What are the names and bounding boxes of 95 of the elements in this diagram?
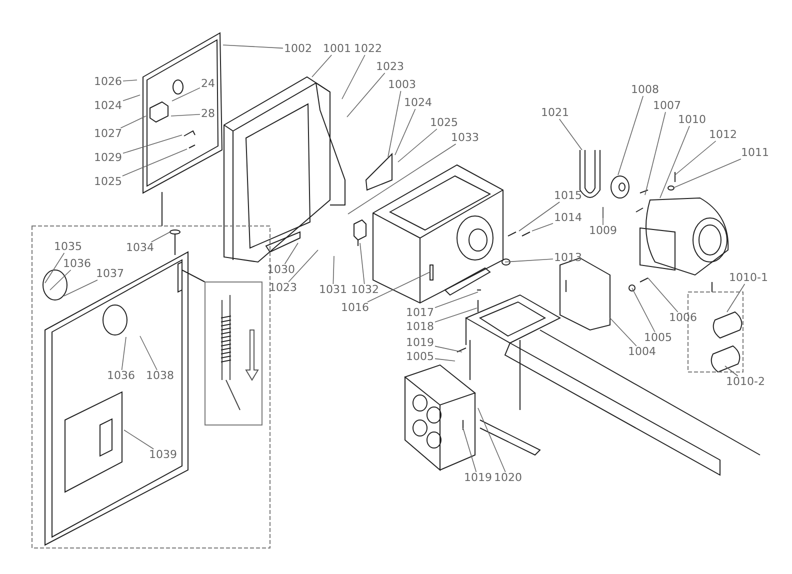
callout-number: 1014 — [553, 212, 583, 224]
leader-line — [398, 128, 438, 162]
callout-number: 1001 — [322, 43, 352, 55]
leader-line — [394, 108, 416, 156]
callout-number: 1003 — [387, 79, 417, 91]
callout-number: 1002 — [283, 43, 313, 55]
leader-line — [122, 134, 182, 154]
leader-line — [610, 318, 637, 346]
callout-number: 1007 — [652, 100, 682, 112]
leader-line — [222, 44, 284, 49]
callout-number: 1036 — [106, 370, 136, 382]
leader-line — [532, 223, 554, 232]
leader-line — [388, 90, 402, 158]
callout-number: 1006 — [668, 312, 698, 324]
callout-number: 1025 — [429, 117, 459, 129]
callout-number: 1015 — [553, 190, 583, 202]
leader-line — [284, 242, 298, 264]
callout-number: 1031 — [318, 284, 348, 296]
callout-number: 28 — [200, 108, 216, 120]
callout-number: 24 — [200, 78, 216, 90]
callout-number: 1022 — [353, 43, 383, 55]
callout-number: 1009 — [588, 225, 618, 237]
callout-number: 1012 — [708, 129, 738, 141]
leader-line — [434, 308, 478, 322]
callout-number: 1034 — [125, 242, 155, 254]
leader-line — [312, 54, 332, 78]
callout-number: 1004 — [627, 346, 657, 358]
leader-line — [674, 140, 716, 176]
leader-line — [644, 112, 666, 196]
callout-number: 1023 — [268, 282, 298, 294]
leader-line — [44, 252, 65, 284]
leader-line — [602, 206, 604, 226]
callout-number: 1023 — [375, 61, 405, 73]
callout-number: 1005 — [405, 351, 435, 363]
leader-line — [122, 148, 188, 176]
leader-line — [348, 144, 456, 214]
leader-line — [462, 428, 477, 472]
callout-number: 1021 — [540, 107, 570, 119]
callout-number: 1038 — [145, 370, 175, 382]
callout-number: 1005 — [643, 332, 673, 344]
callout-number: 1020 — [493, 472, 523, 484]
leader-line — [172, 87, 200, 102]
callout-number: 1027 — [93, 128, 123, 140]
leader-line — [660, 126, 690, 198]
callout-number: 1024 — [403, 97, 433, 109]
leader-line — [288, 250, 318, 282]
callout-number: 1033 — [450, 132, 480, 144]
leader-line — [124, 430, 154, 450]
leader-line — [140, 336, 158, 370]
callout-number: 1039 — [148, 449, 178, 461]
callout-number: 1010-2 — [725, 376, 766, 388]
callout-number: 1032 — [350, 284, 380, 296]
leader-line — [122, 80, 138, 82]
leader-line — [121, 336, 126, 370]
callout-number: 1017 — [405, 307, 435, 319]
callout-number: 1018 — [405, 321, 435, 333]
leader-line — [672, 158, 742, 188]
callout-number: 1036 — [62, 258, 92, 270]
leader-line — [434, 292, 478, 308]
leader-line — [518, 202, 560, 232]
callout-number: 1011 — [740, 147, 770, 159]
leader-line — [170, 114, 200, 116]
callout-number: 1019 — [463, 472, 493, 484]
leader-line — [632, 288, 656, 332]
leader-line — [332, 256, 334, 284]
leader-line — [360, 242, 365, 284]
callout-number: 1035 — [53, 241, 83, 253]
leader-line — [50, 270, 72, 290]
callout-number: 1008 — [630, 84, 660, 96]
callout-number: 1025 — [93, 176, 123, 188]
callout-number: 1030 — [266, 264, 296, 276]
leader-line — [618, 96, 644, 176]
callout-number: 1026 — [93, 76, 123, 88]
leader-line — [478, 408, 506, 472]
leader-line — [64, 280, 98, 296]
callout-number: 1010 — [677, 114, 707, 126]
leader-line — [367, 272, 430, 302]
callout-number: 1016 — [340, 302, 370, 314]
leader-line — [434, 358, 456, 362]
leader-line — [122, 94, 140, 102]
callout-number: 1013 — [553, 252, 583, 264]
leader-line — [342, 54, 366, 100]
callout-number: 1024 — [93, 100, 123, 112]
leader-line — [648, 278, 678, 312]
leader-line — [559, 118, 582, 150]
leader-line — [346, 72, 386, 118]
callout-number: 1037 — [95, 268, 125, 280]
leader-line — [150, 232, 170, 242]
leader-line — [434, 346, 462, 352]
leader-line — [120, 116, 146, 128]
callout-number: 1010-1 — [728, 272, 769, 284]
callout-number: 1019 — [405, 337, 435, 349]
leader-line — [724, 366, 738, 376]
callout-number: 1029 — [93, 152, 123, 164]
leader-line — [504, 258, 554, 262]
